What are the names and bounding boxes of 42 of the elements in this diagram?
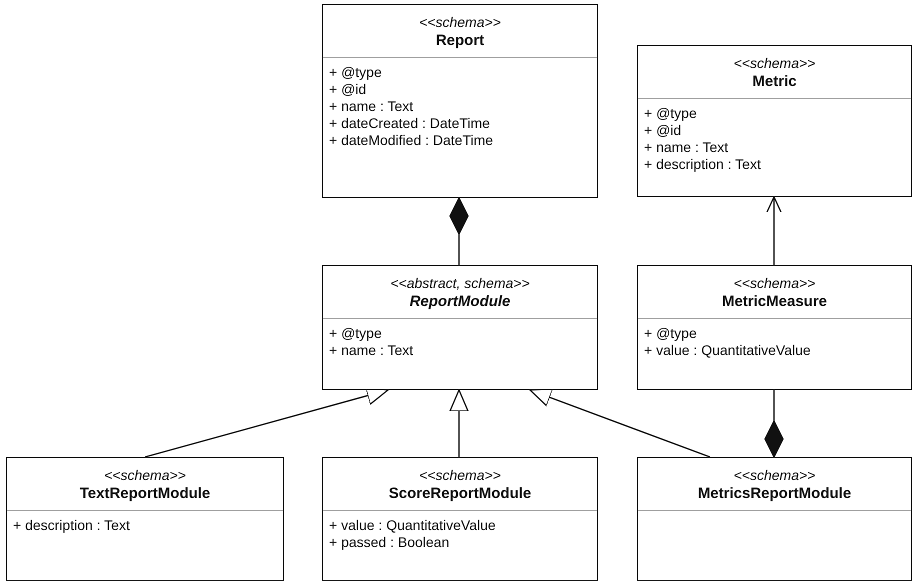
- attribute: + description : Text: [13, 517, 130, 534]
- attribute: + dateCreated : DateTime: [329, 115, 490, 132]
- attribute: + @type: [329, 325, 382, 342]
- stereotype: <<schema>>: [734, 466, 816, 484]
- class-box: [322, 265, 598, 390]
- attribute: + @type: [644, 105, 697, 122]
- stereotype: <<schema>>: [104, 466, 186, 484]
- class-box: [637, 265, 912, 390]
- attribute: + dateModified : DateTime: [329, 132, 494, 149]
- composition-line: [449, 197, 469, 265]
- composition-line: [764, 390, 784, 458]
- stereotype: <<schema>>: [419, 466, 501, 484]
- attribute: + name : Text: [329, 98, 414, 115]
- class-name: MetricMeasure: [722, 292, 828, 310]
- class-box: [637, 45, 912, 197]
- attribute: + description : Text: [644, 156, 761, 173]
- class-box: [6, 457, 284, 581]
- class-name: Metric: [752, 72, 797, 90]
- class-box: [637, 457, 912, 581]
- stereotype: <<schema>>: [419, 12, 501, 30]
- stereotype: <<schema>>: [734, 274, 816, 292]
- class-box: [322, 457, 598, 581]
- attribute: + @type: [329, 64, 382, 81]
- arrow: [529, 388, 710, 458]
- attribute: + value : QuantitativeValue: [329, 517, 496, 534]
- stereotype: <<abstract, schema>>: [390, 274, 530, 292]
- attribute: + @type: [644, 325, 697, 342]
- class-box: [322, 4, 598, 198]
- arrow: [766, 196, 782, 265]
- class-name: ScoreReportModule: [388, 484, 532, 502]
- class-name: MetricsReportModule: [698, 484, 852, 502]
- class-name: TextReportModule: [80, 484, 210, 502]
- attribute: + name : Text: [329, 342, 414, 359]
- class-name: ReportModule: [410, 292, 510, 310]
- attribute: + @id: [329, 81, 366, 98]
- class-name: Report: [436, 30, 484, 50]
- attribute: + passed : Boolean: [329, 534, 450, 551]
- arrow: [449, 389, 469, 457]
- attribute: + @id: [644, 122, 682, 139]
- attribute: + name : Text: [644, 139, 728, 156]
- attribute: + value : QuantitativeValue: [644, 342, 811, 359]
- stereotype: <<schema>>: [734, 54, 816, 72]
